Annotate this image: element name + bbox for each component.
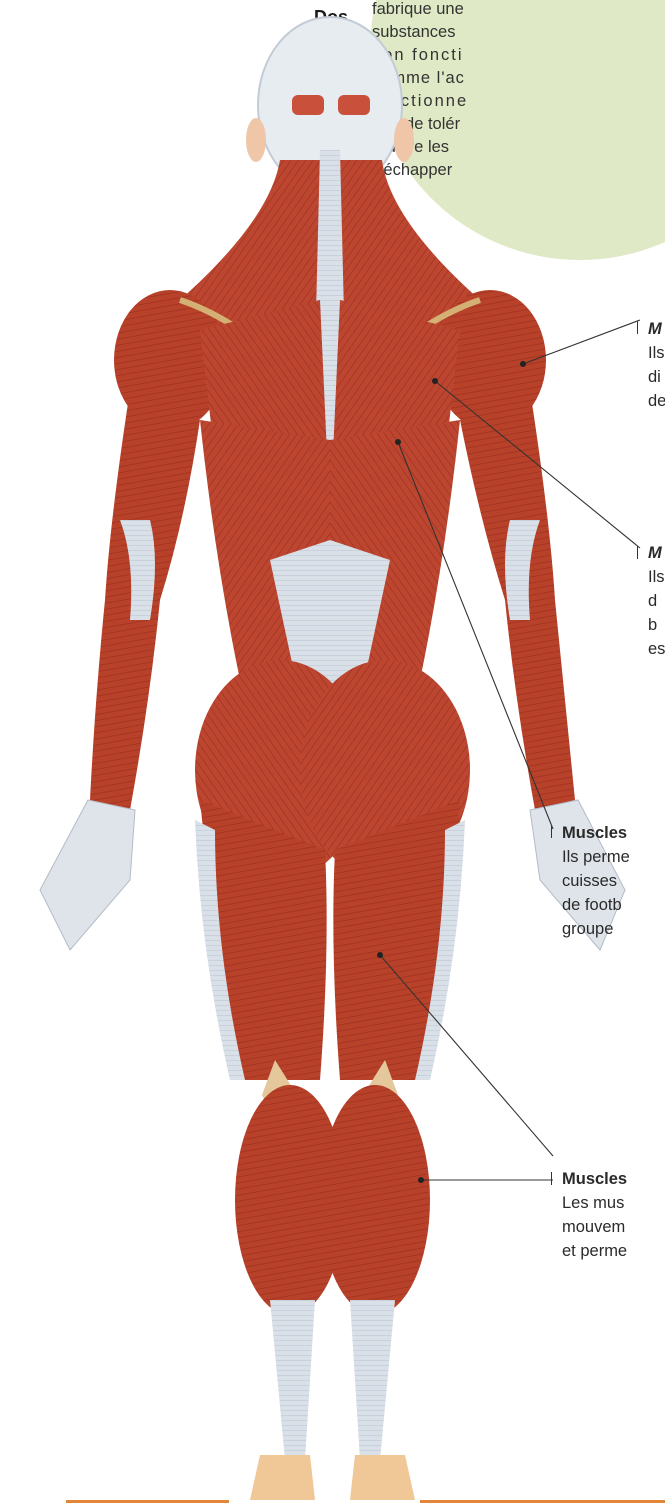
label-2-line: es — [648, 638, 665, 660]
label-1-line: Ils — [648, 342, 665, 364]
label-4-title: Muscles — [562, 1168, 627, 1190]
label-3-line: de footb — [562, 894, 622, 916]
label-tick — [551, 1172, 552, 1185]
label-2-line: b — [648, 614, 657, 636]
label-tick — [637, 321, 638, 334]
label-4-line: Les mus — [562, 1192, 624, 1214]
label-3-line: Ils perme — [562, 846, 630, 868]
label-4-line: et perme — [562, 1240, 627, 1262]
label-3-title: Muscles — [562, 822, 627, 844]
label-3-line: cuisses — [562, 870, 617, 892]
calf-muscles — [235, 1085, 430, 1460]
label-tick — [637, 546, 638, 559]
label-tick — [551, 825, 552, 838]
label-2-line: Ils — [648, 566, 665, 588]
feet — [250, 1455, 415, 1500]
label-2-line: d — [648, 590, 657, 612]
label-3-line: groupe — [562, 918, 613, 940]
label-1-line: di — [648, 366, 661, 388]
label-1-line: de — [648, 390, 665, 412]
label-1-title: M — [648, 318, 662, 340]
label-2-title: M — [648, 542, 662, 564]
label-4-line: mouvem — [562, 1216, 625, 1238]
footer-rule-left — [66, 1500, 229, 1503]
footer-rule-right — [420, 1500, 665, 1503]
